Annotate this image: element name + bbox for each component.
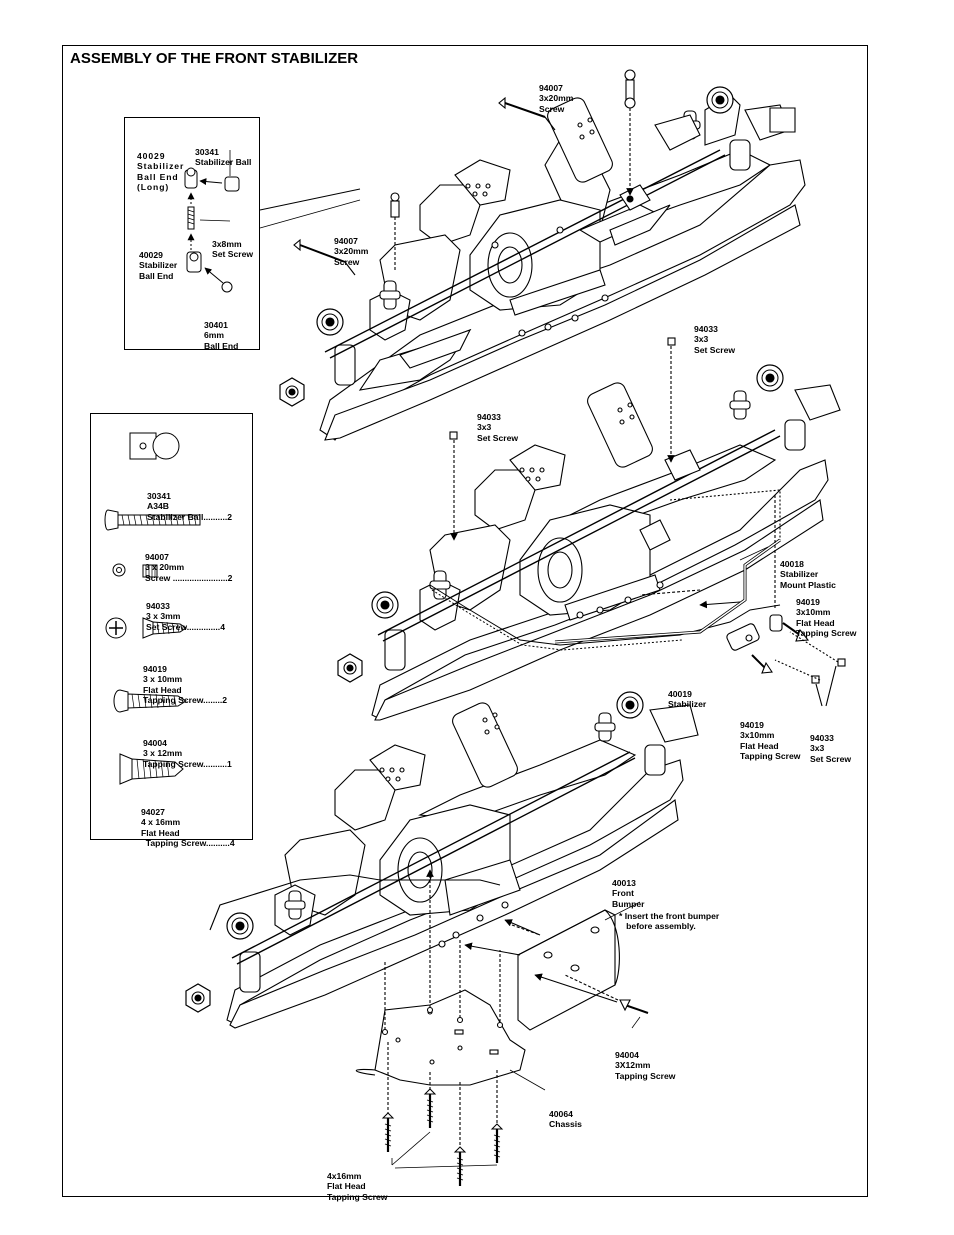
page-title: ASSEMBLY OF THE FRONT STABILIZER <box>70 50 359 67</box>
parts-list-box <box>90 413 253 840</box>
tapping-screw-icon <box>113 689 187 713</box>
bumper-and-chassis <box>355 869 649 1150</box>
inset-ball-end-parts <box>184 150 240 293</box>
ball-end-inset <box>124 117 260 350</box>
assembly-step-2 <box>337 364 841 721</box>
chassis-screws <box>381 1087 504 1188</box>
screw-icon <box>104 509 201 531</box>
assembly-1-hardware <box>259 69 636 276</box>
parts-list-icons <box>104 432 201 785</box>
page-frame <box>62 45 868 1197</box>
flat-head-tapping-screw-icon <box>105 617 187 639</box>
stabilizer-ball-icon <box>129 432 180 460</box>
assembly-2-stabilizer <box>429 337 846 707</box>
assembly-step-3 <box>185 691 699 1029</box>
assembly-step-1 <box>279 86 806 441</box>
set-screw-icon <box>112 563 158 578</box>
flat-head-tapping-screw-icon-large <box>119 753 184 785</box>
callout-bumper-note: * Insert the front bumper before assembl… <box>619 910 720 932</box>
